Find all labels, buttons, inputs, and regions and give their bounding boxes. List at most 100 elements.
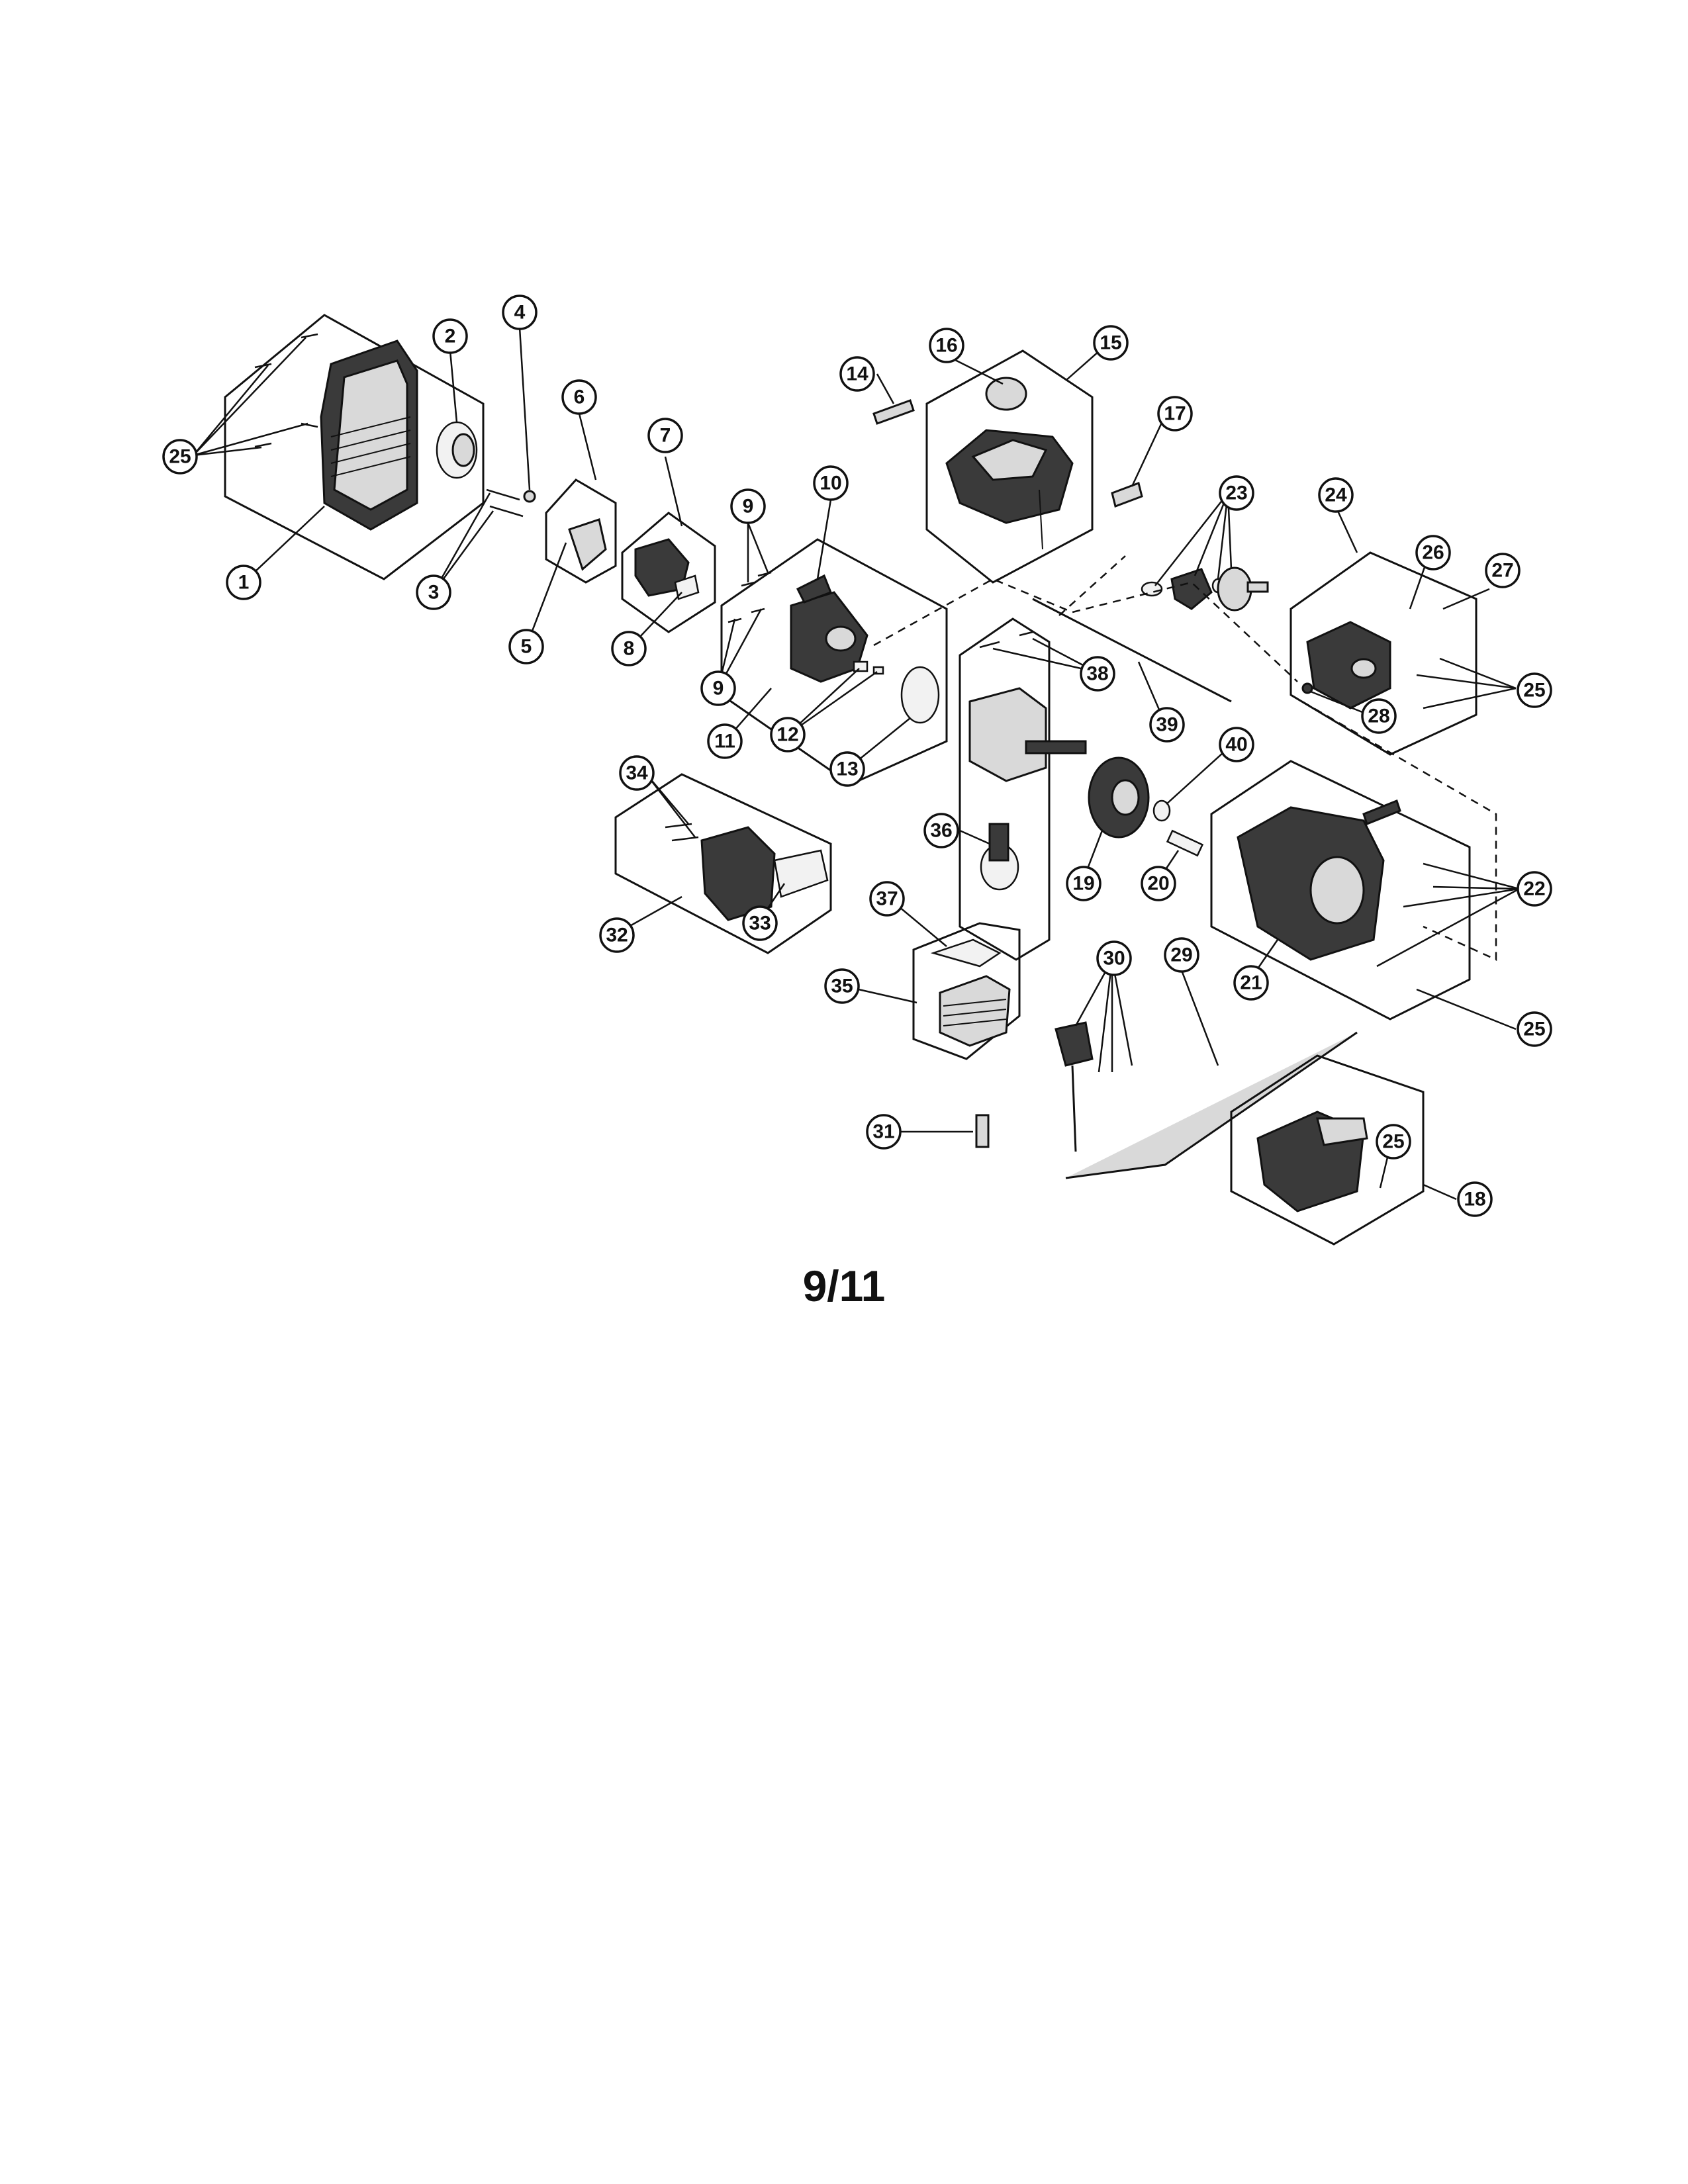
callout-27: 27: [1485, 553, 1521, 588]
svg-text:39: 39: [1156, 714, 1178, 736]
part-39-rod: [1032, 598, 1232, 724]
callout-36: 36: [923, 813, 959, 848]
muffler-group: [614, 772, 832, 954]
svg-text:29: 29: [1170, 944, 1192, 966]
callout-40: 40: [1219, 727, 1254, 762]
part-4-nut: [518, 327, 536, 503]
svg-text:25: 25: [1523, 680, 1545, 702]
callout-6: 6: [561, 379, 597, 415]
housing-assembly-group: [193, 314, 485, 583]
callout-29: 29: [1164, 937, 1199, 973]
svg-text:23: 23: [1225, 482, 1247, 504]
callout-7: 7: [647, 418, 683, 453]
svg-text:5: 5: [521, 636, 532, 658]
svg-text:35: 35: [831, 976, 853, 997]
part-6-group: [525, 413, 617, 647]
cylinder-group: [843, 896, 1021, 1060]
svg-text:28: 28: [1368, 705, 1389, 727]
svg-text:37: 37: [876, 888, 898, 910]
svg-text:34: 34: [626, 762, 648, 784]
page-number-label: 9/11: [802, 1261, 886, 1310]
svg-text:14: 14: [846, 363, 868, 385]
callout-3: 3: [416, 574, 451, 610]
svg-text:26: 26: [1422, 542, 1444, 564]
svg-text:9: 9: [713, 678, 724, 700]
part-14: [872, 373, 915, 425]
callout-15: 15: [1093, 325, 1129, 361]
callout-33: 33: [742, 905, 778, 941]
svg-text:9: 9: [743, 496, 754, 518]
callout-25-d: 25: [1376, 1124, 1411, 1160]
part-30-ignition: [1055, 959, 1133, 1152]
part-17: [1111, 415, 1166, 508]
carburetor-group: [621, 456, 716, 649]
svg-text:15: 15: [1100, 332, 1121, 354]
part-19-flywheel: [1082, 756, 1150, 880]
callout-16: 16: [929, 328, 964, 363]
svg-text:3: 3: [428, 582, 440, 604]
svg-text:6: 6: [574, 387, 585, 408]
svg-text:17: 17: [1164, 403, 1186, 425]
svg-text:22: 22: [1523, 878, 1545, 900]
callout-34: 34: [619, 755, 655, 791]
crankcase-group: [959, 617, 1096, 961]
svg-text:30: 30: [1103, 948, 1125, 970]
part-31-spark-plug: [894, 1114, 990, 1148]
svg-text:2: 2: [445, 326, 456, 347]
svg-text:4: 4: [514, 302, 526, 324]
svg-text:31: 31: [872, 1121, 894, 1143]
svg-text:32: 32: [606, 925, 628, 946]
svg-text:10: 10: [820, 473, 841, 494]
callout-1: 1: [226, 565, 261, 600]
callout-18: 18: [1457, 1181, 1493, 1217]
callout-14: 14: [839, 356, 875, 392]
callout-28: 28: [1361, 698, 1397, 734]
svg-text:40: 40: [1225, 734, 1247, 756]
svg-text:8: 8: [624, 638, 635, 660]
svg-text:27: 27: [1491, 560, 1513, 582]
callout-32: 32: [599, 917, 635, 953]
part-2-ring: [436, 350, 478, 479]
svg-text:38: 38: [1086, 663, 1108, 685]
callout-25-a: 25: [162, 439, 198, 475]
callout-10: 10: [813, 465, 849, 501]
callout-12: 12: [770, 717, 806, 752]
svg-text:1: 1: [238, 572, 250, 594]
svg-text:16: 16: [935, 335, 957, 357]
svg-text:13: 13: [836, 758, 858, 780]
callout-22: 22: [1517, 871, 1552, 907]
callout-17: 17: [1157, 396, 1193, 432]
svg-text:25: 25: [1382, 1131, 1404, 1153]
callout-5: 5: [508, 629, 544, 664]
callout-39: 39: [1149, 707, 1185, 743]
callout-4: 4: [502, 295, 538, 330]
air-filter-group: [717, 499, 948, 786]
callout-31: 31: [866, 1114, 902, 1150]
svg-text:20: 20: [1147, 873, 1169, 895]
svg-text:21: 21: [1240, 972, 1262, 994]
svg-text:11: 11: [714, 731, 735, 752]
svg-text:19: 19: [1072, 873, 1094, 895]
svg-text:36: 36: [930, 820, 952, 842]
part-40-20: [1152, 746, 1231, 881]
part-29-wire: [1065, 958, 1358, 1179]
callout-26: 26: [1415, 535, 1451, 570]
callout-38: 38: [1080, 656, 1115, 692]
callout-24: 24: [1318, 477, 1354, 513]
part-23-clutch: [1141, 492, 1269, 612]
callout-8: 8: [611, 631, 647, 666]
svg-text:24: 24: [1325, 484, 1347, 506]
svg-text:25: 25: [1523, 1019, 1545, 1040]
part-3-bolts: [432, 488, 524, 593]
callout-9-top: 9: [730, 488, 766, 524]
part-36-piston: [959, 823, 1019, 891]
callout-11: 11: [707, 723, 743, 759]
callout-2: 2: [432, 318, 468, 354]
svg-text:12: 12: [776, 724, 798, 746]
callout-21: 21: [1233, 965, 1269, 1001]
part-24-group: [1289, 509, 1517, 756]
callout-37: 37: [869, 881, 905, 917]
svg-text:33: 33: [749, 913, 771, 934]
part-18-group: [1230, 1054, 1457, 1246]
